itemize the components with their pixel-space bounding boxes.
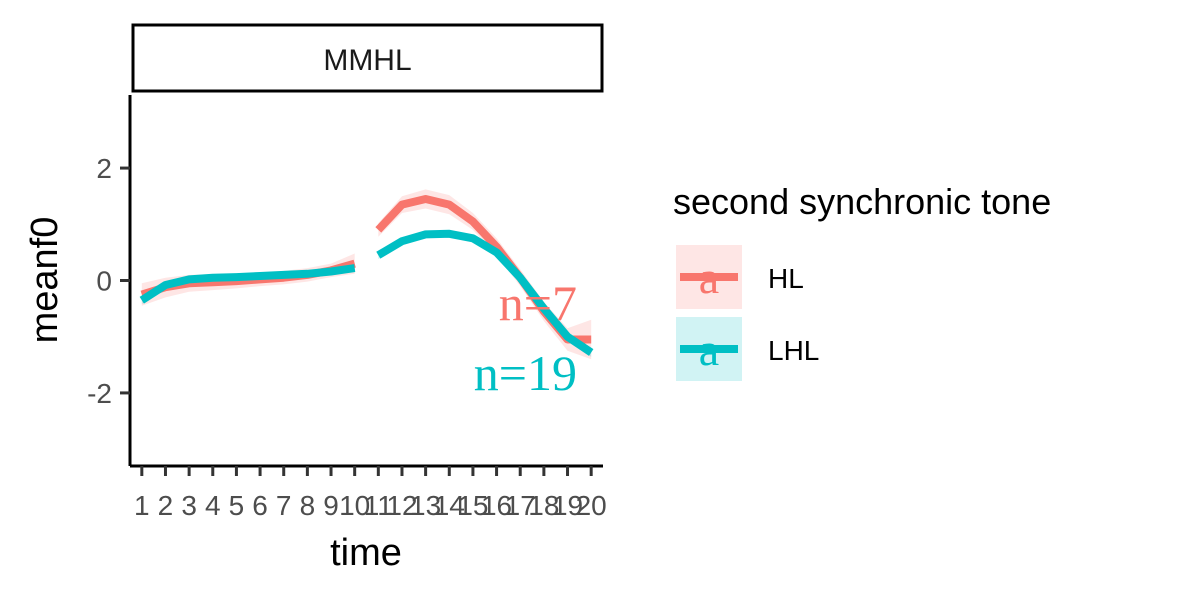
series-line-lhl-1 [139,264,356,304]
x-tick-label: 19 [552,490,583,521]
x-tick-label: 2 [158,490,174,521]
y-tick-label: -2 [87,378,112,409]
sample-size-labels: n=7 n=19 [474,275,577,401]
series-lines [139,195,594,356]
legend-key-glyph: a [699,252,719,303]
y-tick-label: 2 [96,153,112,184]
x-tick-label: 6 [252,490,268,521]
x-tick-label: 4 [205,490,221,521]
legend-label-lhl: LHL [768,335,819,366]
y-axis-ticks: 2 0 -2 [87,153,130,409]
facet-strip [131,23,604,93]
n-label-lhl: n=19 [474,345,577,401]
legend-key-glyph: a [699,324,719,375]
y-axis-title: meanf0 [24,217,66,344]
x-tick-label: 11 [364,490,393,521]
x-tick-label: 8 [300,490,316,521]
x-tick-label: 10 [339,490,370,521]
x-tick-label: 1 [134,490,150,521]
x-tick-label: 20 [576,490,607,521]
facet-strip-label: MMHL [323,44,411,77]
legend-item-lhl: a LHL [676,317,819,381]
legend-label-hl: HL [768,263,804,294]
x-tick-label: 16 [481,490,512,521]
x-tick-label: 15 [457,490,488,521]
x-tick-label: 12 [386,490,417,521]
n-label-hl: n=7 [499,275,577,331]
x-tick-label: 13 [410,490,441,521]
x-tick-label: 18 [528,490,559,521]
y-tick-label: 0 [96,266,112,297]
x-tick-label: 5 [229,490,245,521]
legend-title: second synchronic tone [673,181,1051,222]
legend-item-hl: a HL [676,245,804,309]
x-tick-label: 9 [323,490,339,521]
x-tick-label: 3 [181,490,197,521]
x-tick-label: 7 [276,490,292,521]
x-tick-label: 14 [434,490,465,521]
x-axis-title: time [330,532,402,574]
series-line-lhl-2 [376,229,594,356]
x-tick-label: 17 [505,490,536,521]
